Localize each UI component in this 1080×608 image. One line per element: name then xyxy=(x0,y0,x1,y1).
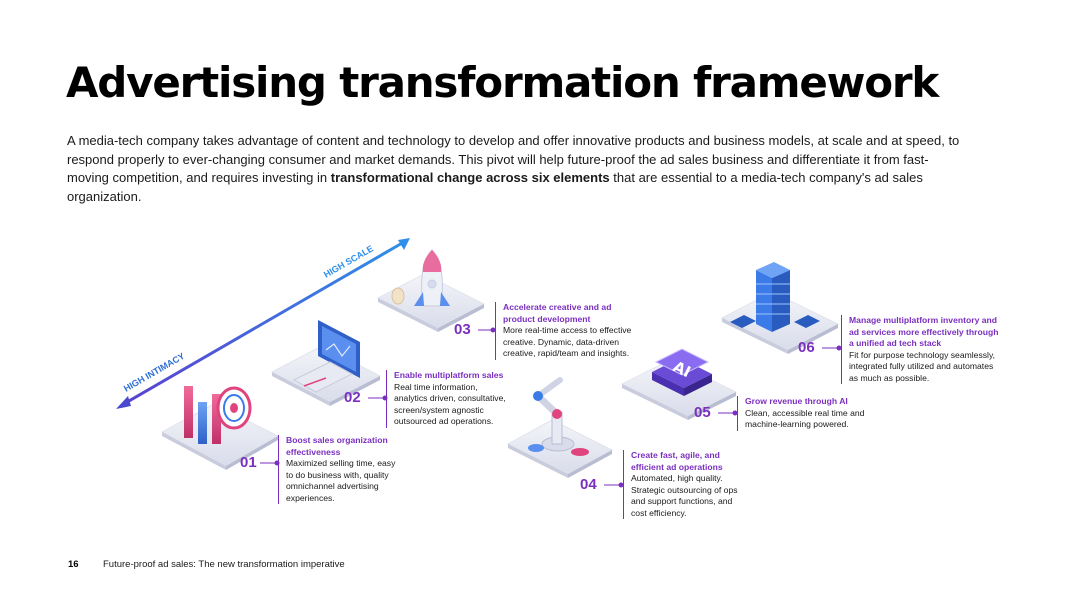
step-03-body: More real-time access to effective creat… xyxy=(503,325,632,358)
platform-05-illustration: AI xyxy=(620,348,738,420)
intro-text-2: that are essential to a media-tech compa… xyxy=(67,170,923,204)
step-03-number: 03 xyxy=(454,321,471,338)
step-03-description: Accelerate creative and ad product devel… xyxy=(495,302,635,360)
step-05-title: Grow revenue through AI xyxy=(745,396,848,406)
intro-text-bold: transformational change across six eleme… xyxy=(330,170,610,185)
step-04-description: Create fast, agile, and efficient ad ope… xyxy=(623,450,738,519)
ai-badge-text: AI xyxy=(670,357,693,381)
step-02-title: Enable multiplatform sales xyxy=(394,370,504,380)
step-01-title: Boost sales organization effectiveness xyxy=(286,435,388,457)
step-06-number: 06 xyxy=(798,339,815,356)
step-05-number: 05 xyxy=(694,404,711,421)
step-02-number: 02 xyxy=(344,389,361,406)
step-05-description: Grow revenue through AI Clean, accessibl… xyxy=(737,396,867,431)
step-03-title: Accelerate creative and ad product devel… xyxy=(503,302,612,324)
step-06-body: Fit for purpose technology seamlessly, i… xyxy=(849,349,996,383)
step-01-description: Boost sales organization effectiveness M… xyxy=(278,435,403,504)
platform-03-illustration xyxy=(376,249,486,332)
platform-01-illustration xyxy=(160,386,280,470)
step-06-title: Manage multiplatform inventory and ad se… xyxy=(849,315,999,348)
step-05-body: Clean, accessible real time and machine-… xyxy=(745,407,865,430)
platform-04-illustration xyxy=(506,377,614,478)
intro-paragraph: A media-tech company takes advantage of … xyxy=(67,132,967,206)
platform-06-illustration xyxy=(720,262,840,354)
scale-intimacy-arrow xyxy=(116,238,410,409)
intro-text-1: A media-tech company takes advantage of … xyxy=(67,133,960,185)
step-01-number: 01 xyxy=(240,454,257,471)
platform-02-illustration xyxy=(270,320,382,406)
step-06-description: Manage multiplatform inventory and ad se… xyxy=(841,315,1001,384)
step-01-body: Maximized selling time, easy to do busin… xyxy=(286,458,396,503)
page-title: Advertising transformation framework xyxy=(66,58,939,107)
step-04-title: Create fast, agile, and efficient ad ope… xyxy=(631,450,723,472)
step-04-body: Automated, high quality. Strategic outso… xyxy=(631,473,738,518)
step-04-number: 04 xyxy=(580,476,597,493)
footer-document-title: Future-proof ad sales: The new transform… xyxy=(103,559,345,570)
step-02-body: Real time information, analytics driven,… xyxy=(394,381,506,427)
footer-page-number: 16 xyxy=(68,559,79,570)
step-02-description: Enable multiplatform sales Real time inf… xyxy=(386,370,511,428)
